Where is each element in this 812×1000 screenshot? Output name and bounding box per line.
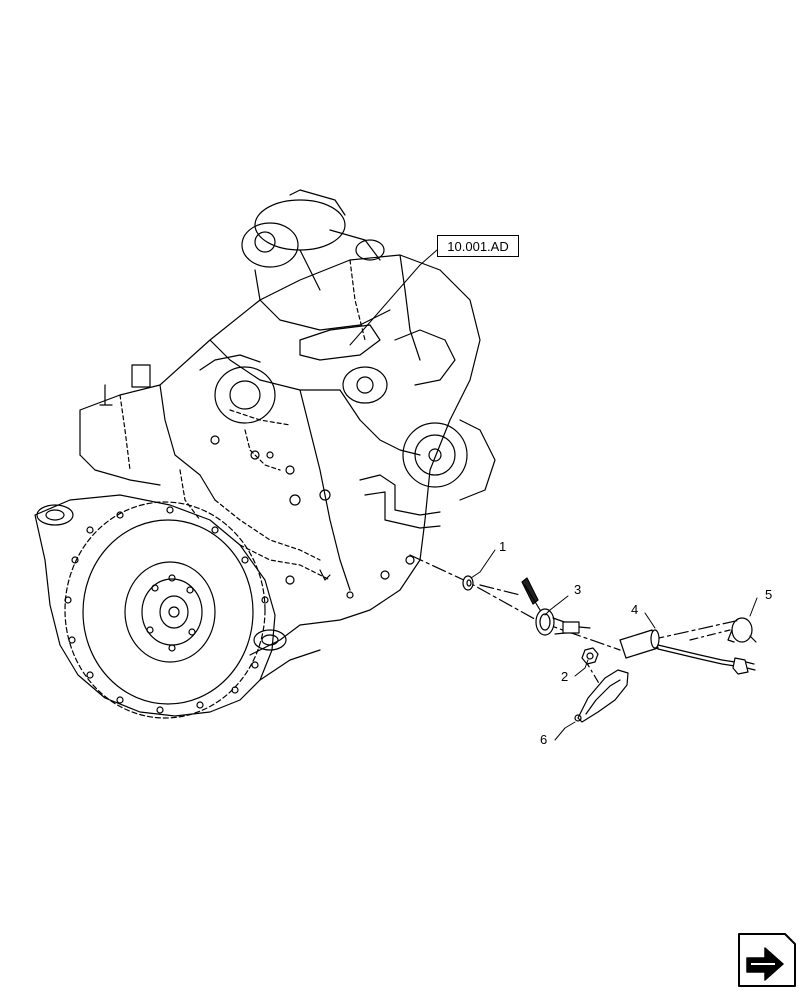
part-2-nut xyxy=(581,647,599,665)
next-page-arrow-icon[interactable] xyxy=(737,928,797,988)
part-5-clamp xyxy=(727,617,757,643)
callout-6: 6 xyxy=(540,732,548,747)
part-6-strap xyxy=(574,669,629,723)
part-3-heater-element xyxy=(521,577,591,636)
callout-5: 5 xyxy=(765,587,773,602)
callout-3: 3 xyxy=(574,582,582,597)
assembly-center-line xyxy=(409,554,741,651)
part-1-washer xyxy=(462,575,474,591)
leader-lines xyxy=(349,249,758,741)
flywheel-housing xyxy=(34,494,331,719)
engine-block xyxy=(79,189,496,656)
part-4-power-cord xyxy=(619,629,756,675)
callout-1: 1 xyxy=(499,539,507,554)
reference-link-box[interactable]: 10.001.AD xyxy=(437,235,519,257)
callout-4: 4 xyxy=(631,602,639,617)
callout-2: 2 xyxy=(561,669,569,684)
